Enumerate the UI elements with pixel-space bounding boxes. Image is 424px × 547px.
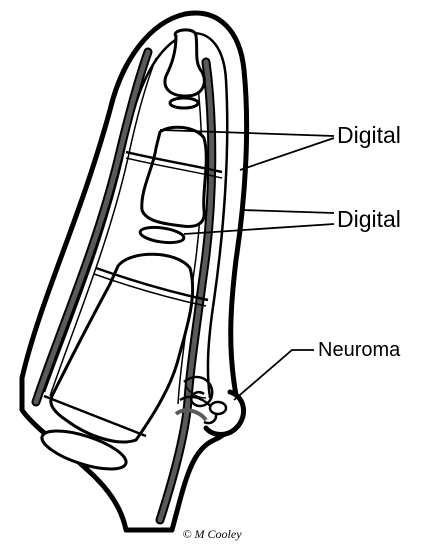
leader-neuroma	[234, 350, 314, 400]
digital-nerve-label-lower: Digital	[337, 208, 401, 231]
leader-digital-lower-a	[242, 210, 334, 213]
leader-digital-upper-b	[240, 138, 334, 170]
copyright-credit: © M Cooley	[0, 528, 424, 540]
digital-nerve-label-upper: Digital	[337, 124, 401, 147]
distal-joint-cartilage	[170, 98, 198, 108]
neuroma-label: Neuroma	[318, 340, 400, 360]
